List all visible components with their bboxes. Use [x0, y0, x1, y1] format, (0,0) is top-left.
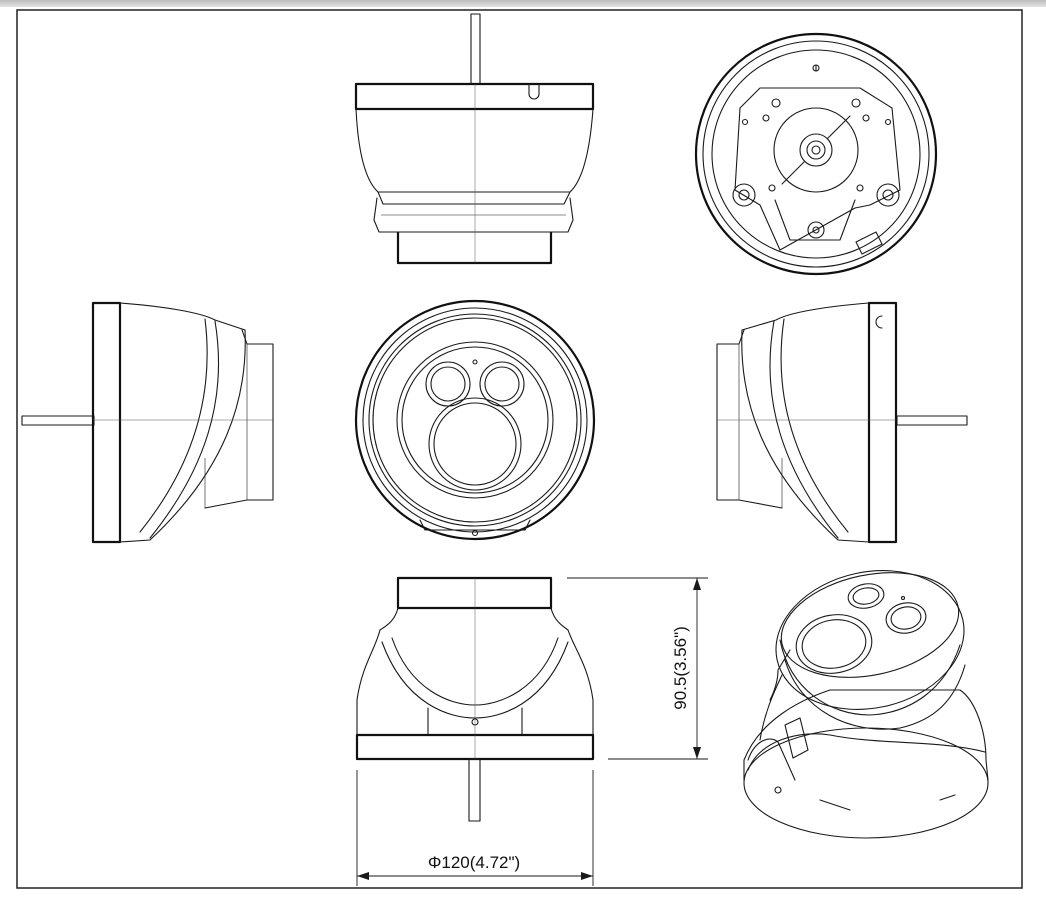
- cable-left: [21, 415, 95, 426]
- diameter-dimension-label: Φ120(4.72"): [428, 853, 520, 872]
- cable-right: [896, 415, 968, 426]
- page-top-edge: [0, 0, 1046, 7]
- height-dimension: [567, 577, 708, 760]
- iso-lens-small-2: [885, 602, 927, 634]
- left-side-view: [21, 301, 274, 544]
- cable: [470, 13, 481, 85]
- height-dimension-label: 90.5(3.56"): [671, 626, 690, 710]
- cable-bottom: [468, 758, 481, 822]
- iso-lens-main: [795, 614, 873, 674]
- top-elevation-view: [354, 13, 595, 265]
- front-lens-view: [354, 299, 596, 541]
- lens-main: [428, 397, 522, 491]
- right-side-view: [716, 301, 968, 544]
- mounting-base-view: [694, 32, 938, 276]
- lens-right: [479, 361, 525, 407]
- drawing-frame: [16, 9, 1023, 889]
- bottom-elevation-view: [355, 576, 595, 822]
- diameter-dimension: [356, 770, 594, 886]
- isometric-view: [743, 570, 989, 839]
- iso-lens-small-1: [847, 583, 885, 609]
- lens-left: [425, 361, 471, 407]
